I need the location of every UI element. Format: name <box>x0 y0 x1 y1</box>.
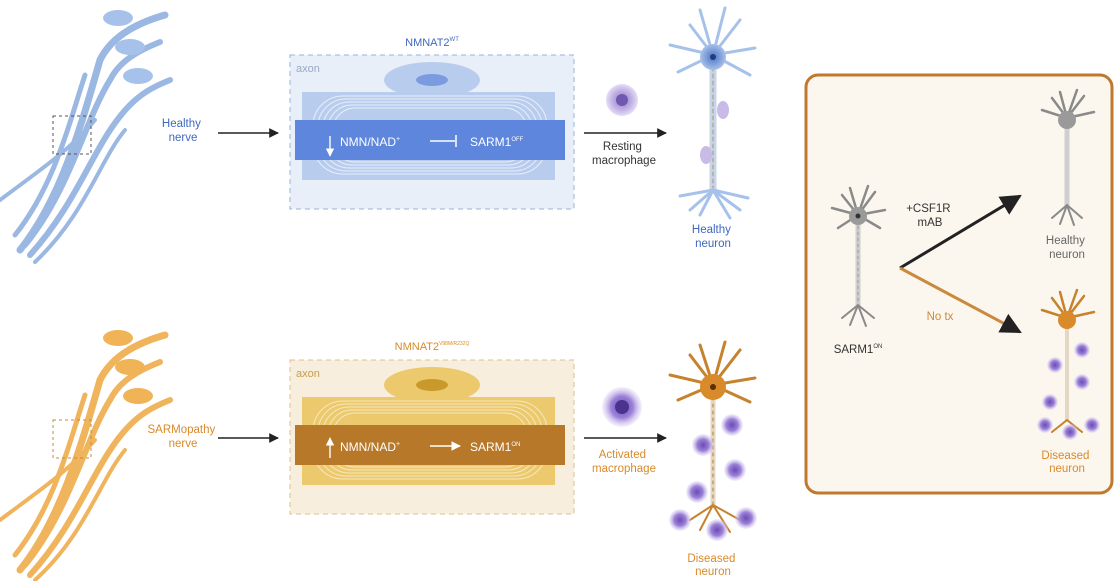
resting-macrophage-label: Resting macrophage <box>592 141 656 167</box>
sarmopathy-nerve-illustration <box>0 330 173 581</box>
sarm1-on-neuron-icon <box>830 184 887 327</box>
myelin-sheath-top <box>295 62 565 180</box>
sarmopathy-nerve-label: SARMopathy nerve <box>148 424 219 450</box>
panel-macrophage-cluster <box>1037 342 1100 440</box>
healthy-nerve-illustration <box>0 10 173 264</box>
sarm1-on-label: SARM1ON <box>470 440 520 454</box>
myelin-sheath-bottom <box>295 367 565 485</box>
axon-label-bottom: axon <box>296 368 320 380</box>
nmn-nad-top: NMN/NAD+ <box>340 135 400 149</box>
nmnat2-mutant-title: NMNAT2V98M/R232Q <box>395 341 470 353</box>
no-tx-label: No tx <box>927 311 954 323</box>
axon-label-top: axon <box>296 63 320 75</box>
activated-macrophage-label: Activated macrophage <box>592 449 656 475</box>
nmnat2-wt-title: NMNAT2WT <box>405 37 459 49</box>
panel-diseased-label: Diseased neuron <box>1041 450 1092 475</box>
no-treatment-arrow <box>899 266 1022 334</box>
nerve-zoom-box-top <box>52 115 92 155</box>
nmn-nad-bottom: NMN/NAD+ <box>340 440 400 454</box>
diseased-neuron-icon <box>668 340 757 533</box>
healthy-neuron-label: Healthy neuron <box>692 224 734 250</box>
nerve-zoom-box-bottom <box>52 419 92 459</box>
healthy-neuron-icon <box>668 6 757 220</box>
healthy-nerve-label: Healthy nerve <box>162 118 204 144</box>
panel-healthy-label: Healthy neuron <box>1046 235 1088 261</box>
treatment-arrow <box>899 194 1022 270</box>
sarm1-off-label: SARM1OFF <box>470 135 524 149</box>
panel-healthy-neuron-icon <box>1040 88 1096 226</box>
sarm1-on-start-label: SARM1ON <box>834 344 883 356</box>
csf1r-label: +CSF1R mAB <box>906 203 954 229</box>
macrophage-cluster-bottom <box>669 414 757 541</box>
diseased-neuron-label: Diseased neuron <box>687 553 738 578</box>
treatment-panel <box>804 73 1114 495</box>
